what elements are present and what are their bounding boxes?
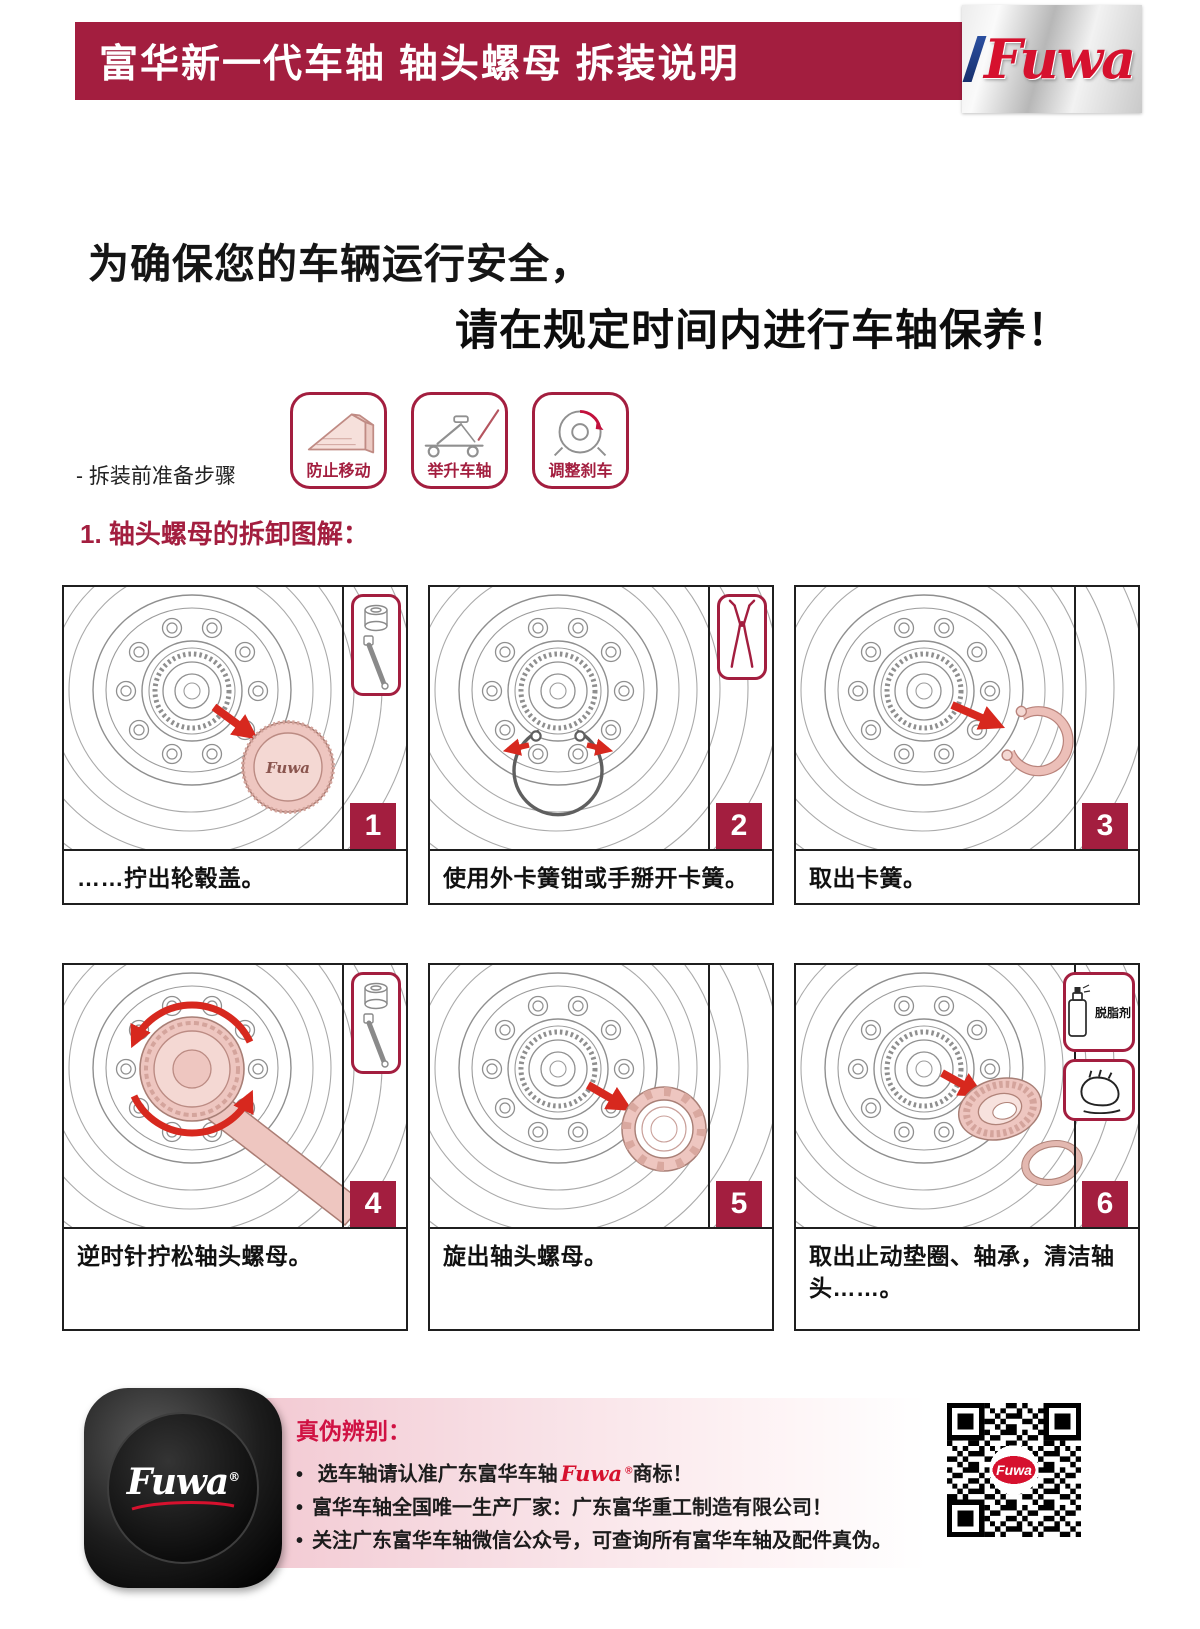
degreaser-label: 脱脂剂 bbox=[1094, 1005, 1131, 1020]
fuwa-logo-plate: Fuwa bbox=[962, 5, 1142, 113]
prep-item-jack: 举升车轴 bbox=[411, 392, 508, 489]
step-caption: 取出止动垫圈、轴承，清洁轴头……。 bbox=[796, 1227, 1138, 1329]
intro-line-1: 为确保您的车辆运行安全， bbox=[88, 241, 592, 287]
axle-nut-removed bbox=[621, 1086, 707, 1172]
step-caption: 取出卡簧。 bbox=[796, 849, 1138, 905]
section-title: 1. 轴头螺母的拆卸图解： bbox=[80, 519, 369, 549]
red-arrow-icon bbox=[950, 701, 1006, 730]
prep-item-chock: 防止移动 bbox=[290, 392, 387, 489]
panel-divider bbox=[708, 965, 710, 1227]
step-panel-2: 2 使用外卡簧钳或手掰开卡簧。 bbox=[428, 585, 774, 905]
ccw-arrow-icon bbox=[130, 1001, 254, 1049]
wipe-hand-icon bbox=[1080, 1069, 1121, 1114]
step-panels-grid: Fuwa 1 ……拧出轮毂盖。 bbox=[62, 585, 1140, 1331]
red-arrow-icon bbox=[211, 703, 259, 740]
hub-cap-logo-text: Fuwa bbox=[265, 759, 310, 777]
step-panel-4: 4 逆时针拧松轴头螺母。 bbox=[62, 963, 408, 1331]
prep-item-label: 防止移动 bbox=[306, 463, 371, 480]
fuwa-hubcap-logo: Fuwa® bbox=[126, 1461, 240, 1503]
step-number-badge: 4 bbox=[350, 1181, 396, 1227]
brake-adjust-icon bbox=[553, 409, 607, 457]
jack-icon bbox=[424, 409, 500, 458]
step-number-badge: 5 bbox=[716, 1181, 762, 1227]
qr-code: Fuwa bbox=[936, 1392, 1092, 1548]
auth-bullet-2: 富华车轴全国唯一生产厂家：广东富华重工制造有限公司！ bbox=[296, 1492, 926, 1525]
circlip-installed bbox=[512, 729, 604, 817]
page-title: 富华新一代车轴 轴头螺母 拆装说明 bbox=[99, 43, 740, 86]
fuwa-inline-logo: Fuwa® bbox=[560, 1460, 633, 1486]
step-caption: ……拧出轮毂盖。 bbox=[64, 849, 406, 905]
step-3-illustration: 3 bbox=[796, 587, 1138, 849]
fuwa-swoosh bbox=[131, 1501, 235, 1511]
step-5-illustration: 5 bbox=[430, 965, 772, 1227]
auth-bullet-3: 关注广东富华车轴微信公众号，可查询所有富华车轴及配件真伪。 bbox=[296, 1525, 926, 1558]
panel-divider bbox=[342, 587, 344, 849]
hub-cap-photo: Fuwa® bbox=[84, 1388, 282, 1588]
panel-divider bbox=[1074, 587, 1076, 849]
ccw-arrow-icon bbox=[130, 1089, 254, 1137]
wrench-on-nut bbox=[139, 1016, 366, 1227]
red-arrow-icon bbox=[586, 738, 614, 756]
step-caption: 使用外卡簧钳或手掰开卡簧。 bbox=[430, 849, 772, 905]
circlip-pliers-icon bbox=[717, 594, 767, 680]
intro-line-2: 请在规定时间内进行车轴保养！ bbox=[455, 307, 1071, 355]
prep-item-label: 调整刹车 bbox=[548, 463, 613, 480]
wheel-chock-icon bbox=[307, 413, 375, 454]
wipe-hand-toolbox bbox=[1063, 1059, 1135, 1121]
socket-tool-icon bbox=[351, 594, 401, 696]
hub-cap-part: Fuwa bbox=[241, 720, 335, 814]
panel-divider bbox=[342, 965, 344, 1227]
step-panel-5: 5 旋出轴头螺母。 bbox=[428, 963, 774, 1331]
step-number-badge: 2 bbox=[716, 803, 762, 849]
prep-icons-row: 防止移动 举升车轴 bbox=[290, 392, 629, 489]
step-caption: 旋出轴头螺母。 bbox=[430, 1227, 772, 1329]
step-caption: 逆时针拧松轴头螺母。 bbox=[64, 1227, 406, 1329]
step-panel-1: Fuwa 1 ……拧出轮毂盖。 bbox=[62, 585, 408, 905]
step-number-badge: 3 bbox=[1082, 803, 1128, 849]
authenticity-title: 真伪辨别： bbox=[296, 1418, 411, 1444]
fuwa-logo-blue-stripe bbox=[962, 36, 987, 82]
degreaser-toolbox: 脱脂剂 bbox=[1063, 972, 1135, 1052]
prep-steps-label: - 拆装前准备步骤 bbox=[76, 465, 236, 488]
bearing-removed bbox=[957, 1077, 1043, 1141]
step-6-illustration: 脱脂剂 6 bbox=[796, 965, 1138, 1227]
step-panel-6: 脱脂剂 6 取出止动垫圈、轴承，清洁轴头……。 bbox=[794, 963, 1140, 1331]
step-4-illustration: 4 bbox=[64, 965, 406, 1227]
step-1-illustration: Fuwa 1 bbox=[64, 587, 406, 849]
degreaser-bottle-icon bbox=[1068, 984, 1091, 1037]
step-2-illustration: 2 bbox=[430, 587, 772, 849]
prep-item-brake: 调整刹车 bbox=[532, 392, 629, 489]
red-arrow-icon bbox=[502, 738, 530, 756]
fuwa-logo: Fuwa bbox=[983, 27, 1136, 91]
panel-divider bbox=[708, 587, 710, 849]
step-panel-3: 3 取出卡簧。 bbox=[794, 585, 1140, 905]
step-number-badge: 6 bbox=[1082, 1181, 1128, 1227]
qr-center-logo: Fuwa bbox=[996, 1462, 1032, 1478]
socket-tool-icon bbox=[351, 972, 401, 1074]
prep-item-label: 举升车轴 bbox=[427, 463, 492, 480]
hub-cap-face: Fuwa® bbox=[107, 1412, 259, 1564]
step-number-badge: 1 bbox=[350, 803, 396, 849]
circlip-removed bbox=[1001, 705, 1074, 777]
header-band: 富华新一代车轴 轴头螺母 拆装说明 bbox=[75, 22, 963, 100]
red-arrow-icon bbox=[585, 1081, 633, 1111]
